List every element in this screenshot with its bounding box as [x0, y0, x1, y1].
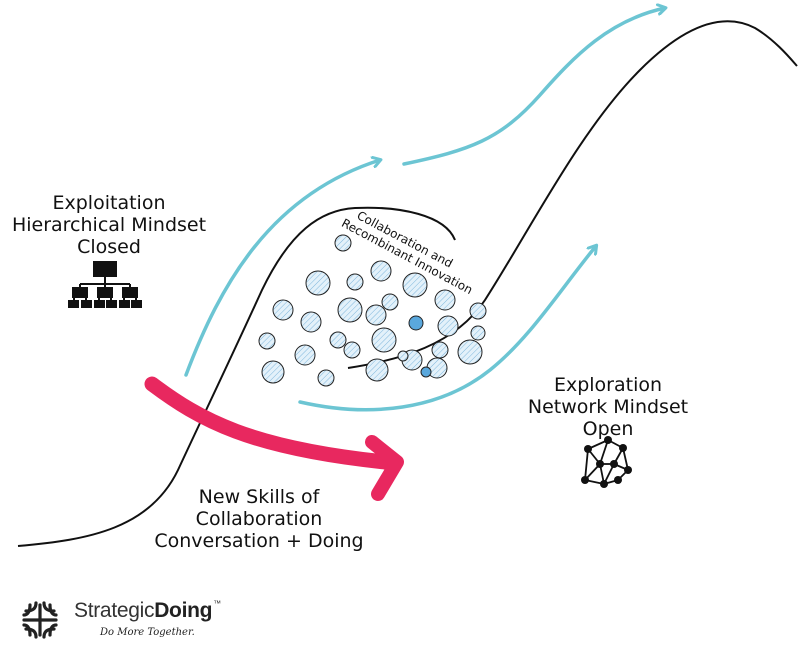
network-icon [581, 436, 632, 488]
exploration-state: Open [582, 418, 634, 440]
strategic-doing-logo: StrategicDoing™ Do More Together. [20, 597, 260, 647]
skills-line1: New Skills of [198, 486, 320, 508]
exploitation-state: Closed [77, 236, 141, 258]
exploitation-title: Exploitation [52, 192, 166, 214]
exploitation-mindset: Hierarchical Mindset [11, 214, 207, 236]
exploration-mindset: Network Mindset [527, 396, 689, 418]
teal-arrow-left [184, 160, 380, 377]
logo-trademark: ™ [213, 599, 221, 608]
bubble-cluster [258, 234, 487, 387]
logo-name-light: Strategic [74, 599, 155, 622]
teal-arrow-top [402, 8, 665, 166]
skills-line3: Conversation + Doing [154, 530, 364, 552]
logo-tagline: Do More Together. [100, 627, 195, 638]
s-curve [17, 206, 456, 547]
exploration-title: Exploration [553, 374, 663, 396]
skills-line2: Collaboration [195, 508, 323, 530]
pink-arrow [144, 376, 393, 470]
new-skills-label: New Skills of Collaboration Conversation… [150, 486, 368, 552]
teal-arrow-bottom [298, 246, 596, 412]
logo-wordmark: StrategicDoing™ [74, 599, 221, 623]
logo-mark-icon [22, 601, 58, 639]
pink-arrow-head [365, 435, 404, 501]
exploitation-label: Exploitation Hierarchical Mindset Closed [0, 192, 218, 258]
exploration-label: Exploration Network Mindset Open [518, 374, 698, 440]
hierarchy-icon [68, 261, 142, 308]
logo-name-bold: Doing [154, 599, 213, 622]
